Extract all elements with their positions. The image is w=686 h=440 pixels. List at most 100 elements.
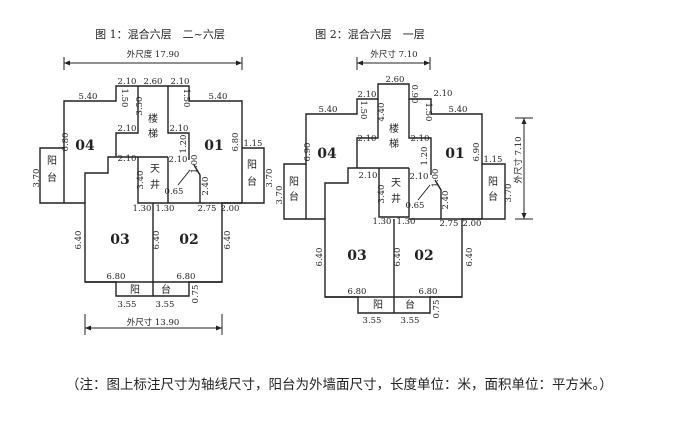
- svg-text:井: 井: [150, 178, 160, 191]
- svg-text:6.80: 6.80: [107, 272, 126, 282]
- svg-text:01: 01: [204, 138, 223, 154]
- svg-text:阳: 阳: [289, 176, 299, 188]
- svg-text:3.50: 3.50: [135, 97, 145, 116]
- svg-text:2.10: 2.10: [170, 124, 189, 134]
- svg-text:6.40: 6.40: [315, 248, 325, 267]
- svg-text:阳: 阳: [488, 176, 498, 188]
- svg-text:台: 台: [247, 175, 257, 188]
- svg-text:2.10: 2.10: [358, 90, 377, 100]
- svg-text:1.20: 1.20: [179, 135, 189, 154]
- svg-text:2.40: 2.40: [441, 191, 451, 210]
- svg-text:3.70: 3.70: [265, 169, 275, 188]
- svg-text:1.50: 1.50: [181, 89, 191, 108]
- svg-text:3.70: 3.70: [275, 186, 285, 205]
- svg-text:04: 04: [75, 138, 95, 154]
- svg-text:2.75: 2.75: [198, 204, 217, 214]
- dimension-arrow-bottom: [84, 314, 223, 335]
- svg-text:6.40: 6.40: [152, 231, 162, 250]
- svg-text:0.75: 0.75: [432, 300, 442, 319]
- svg-text:2.10: 2.10: [411, 134, 430, 144]
- svg-text:1.30: 1.30: [397, 217, 416, 227]
- svg-text:2.10: 2.10: [169, 155, 188, 165]
- svg-text:6.90: 6.90: [472, 143, 482, 162]
- svg-text:台: 台: [289, 190, 299, 203]
- outer-wall: [39, 85, 265, 297]
- svg-text:1.15: 1.15: [484, 155, 503, 165]
- svg-text:阳: 阳: [47, 155, 57, 167]
- svg-text:2.60: 2.60: [144, 77, 163, 87]
- dimension-labels: 2.10 2.60 2.10 5.40 5.40 1.50 1.50 3.50 …: [32, 77, 275, 310]
- svg-text:1.30: 1.30: [156, 204, 175, 214]
- svg-text:3.40: 3.40: [136, 171, 146, 190]
- svg-text:井: 井: [391, 192, 401, 205]
- dim-label: 外尺度 17.90: [127, 49, 180, 60]
- svg-text:03: 03: [347, 248, 366, 264]
- svg-text:6.80: 6.80: [348, 287, 367, 297]
- svg-text:1.30: 1.30: [373, 217, 392, 227]
- svg-text:0.75: 0.75: [191, 285, 201, 304]
- svg-text:阳: 阳: [247, 159, 257, 171]
- svg-text:04: 04: [317, 146, 337, 162]
- svg-text:1.00: 1.00: [431, 169, 441, 188]
- svg-text:2.75: 2.75: [440, 219, 459, 229]
- svg-text:台: 台: [405, 298, 415, 311]
- footnote: （注：图上标注尺寸为轴线尺寸，阳台为外墙面尺寸，长度单位：米，面积单位：平方米。…: [66, 377, 613, 393]
- svg-text:3.55: 3.55: [118, 300, 137, 310]
- svg-text:1.50: 1.50: [423, 103, 433, 122]
- dimension-arrow-right: [515, 117, 533, 220]
- svg-text:4.40: 4.40: [377, 103, 387, 122]
- svg-text:5.40: 5.40: [209, 92, 228, 102]
- dim-label: 外尺寸 7.10: [513, 136, 524, 183]
- svg-text:5.40: 5.40: [319, 105, 338, 115]
- svg-text:6.90: 6.90: [303, 143, 313, 162]
- svg-text:1.20: 1.20: [420, 147, 430, 166]
- svg-text:2.10: 2.10: [118, 154, 137, 164]
- svg-text:02: 02: [179, 232, 198, 248]
- figure-1-plan: 图 1：混合六层 二~六层 外尺度 17.90 2.10 2.60 2.10 5…: [32, 27, 275, 335]
- pointer-line: [417, 184, 431, 201]
- svg-text:5.40: 5.40: [79, 92, 98, 102]
- figure-1-title: 图 1：混合六层 二~六层: [95, 27, 225, 41]
- svg-text:2.10: 2.10: [359, 171, 378, 181]
- svg-text:2.40: 2.40: [201, 177, 211, 196]
- svg-text:梯: 梯: [389, 137, 399, 150]
- dim-label: 外尺寸 7.10: [370, 49, 417, 60]
- svg-text:2.10: 2.10: [171, 77, 190, 87]
- figure-2-title: 图 2：混合六层 一层: [315, 27, 425, 41]
- svg-text:6.80: 6.80: [177, 272, 196, 282]
- svg-text:2.00: 2.00: [463, 219, 482, 229]
- svg-text:6.40: 6.40: [465, 248, 475, 267]
- svg-text:03: 03: [110, 232, 129, 248]
- svg-text:2.10: 2.10: [358, 134, 377, 144]
- svg-text:6.80: 6.80: [231, 133, 241, 152]
- svg-text:1.50: 1.50: [358, 101, 368, 120]
- dimension-labels: 2.60 0.90 2.10 2.10 5.40 5.40 1.50 1.50 …: [275, 75, 514, 326]
- inner-walls: [63, 86, 243, 296]
- svg-text:阳: 阳: [373, 299, 383, 311]
- svg-text:0.65: 0.65: [165, 187, 184, 197]
- svg-text:天: 天: [391, 178, 401, 189]
- svg-text:6.40: 6.40: [393, 248, 403, 267]
- svg-text:2.10: 2.10: [434, 89, 453, 99]
- figure-2-plan: 图 2：混合六层 一层 外尺寸 7.10 2.60 0.90 2.10 2.10…: [275, 27, 533, 326]
- svg-text:02: 02: [414, 248, 433, 264]
- svg-text:2.10: 2.10: [118, 124, 137, 134]
- dimension-arrow-top: [356, 57, 431, 70]
- svg-text:6.80: 6.80: [419, 287, 438, 297]
- svg-text:台: 台: [488, 190, 498, 203]
- svg-text:楼: 楼: [148, 112, 158, 125]
- svg-text:6.40: 6.40: [74, 231, 84, 250]
- svg-text:3.40: 3.40: [377, 185, 387, 204]
- svg-text:3.70: 3.70: [504, 184, 514, 203]
- svg-text:1.50: 1.50: [119, 89, 129, 108]
- svg-text:6.80: 6.80: [61, 133, 71, 152]
- svg-text:2.00: 2.00: [221, 204, 240, 214]
- svg-text:1.15: 1.15: [244, 139, 263, 149]
- svg-text:2.60: 2.60: [386, 75, 405, 85]
- svg-text:01: 01: [445, 146, 464, 162]
- svg-text:3.70: 3.70: [32, 169, 42, 188]
- svg-text:天: 天: [150, 164, 160, 175]
- dimension-arrow-top: [63, 57, 243, 70]
- svg-text:台: 台: [47, 171, 57, 184]
